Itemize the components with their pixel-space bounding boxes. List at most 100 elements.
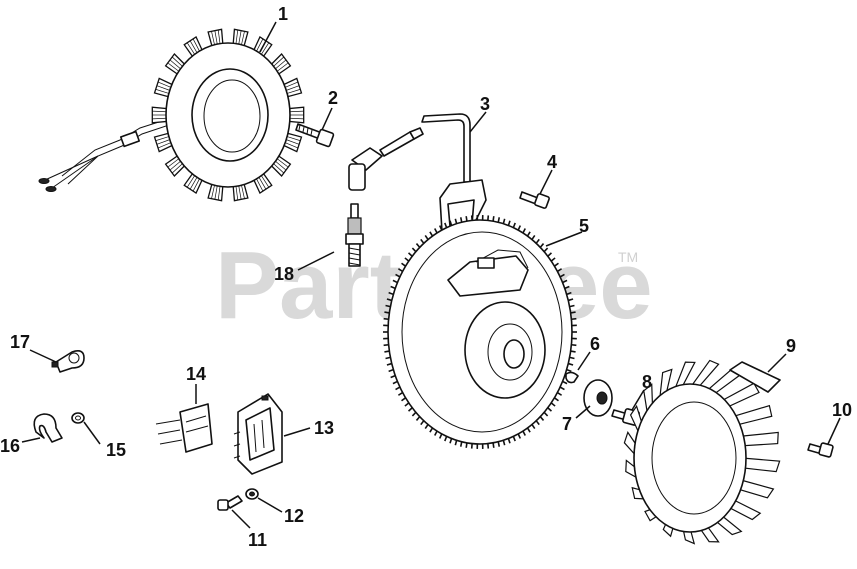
stator-lamination bbox=[171, 56, 183, 67]
watermark-trademark: TM bbox=[618, 249, 638, 265]
callout-14[interactable]: 14 bbox=[186, 364, 206, 384]
gear-tooth bbox=[434, 430, 438, 436]
gear-tooth bbox=[535, 420, 540, 426]
gear-tooth bbox=[395, 273, 401, 278]
part-stator[interactable] bbox=[38, 28, 305, 202]
stator-lamination bbox=[285, 81, 299, 88]
gear-tooth bbox=[424, 424, 429, 430]
gear-tooth bbox=[571, 317, 577, 321]
gear-tooth bbox=[562, 279, 568, 284]
gear-tooth bbox=[388, 368, 394, 373]
stator-lamination bbox=[277, 62, 289, 72]
callout-2[interactable]: 2 bbox=[328, 88, 338, 108]
gear-tooth bbox=[449, 220, 453, 226]
part-bolt-11[interactable] bbox=[217, 495, 243, 511]
gear-tooth bbox=[570, 350, 576, 353]
stator-lamination bbox=[155, 88, 169, 94]
gear-tooth bbox=[553, 262, 559, 267]
stator-lamination bbox=[156, 139, 170, 145]
gear-tooth bbox=[531, 234, 536, 240]
gear-tooth bbox=[559, 273, 565, 278]
gear-tooth bbox=[512, 436, 516, 442]
gear-tooth bbox=[420, 238, 425, 244]
part-flywheel[interactable] bbox=[383, 215, 577, 449]
gear-tooth bbox=[539, 243, 545, 248]
gear-tooth bbox=[415, 243, 421, 248]
gear-tooth bbox=[562, 380, 568, 385]
part-key[interactable] bbox=[565, 371, 579, 384]
callout-8[interactable]: 8 bbox=[642, 372, 652, 392]
gear-tooth bbox=[411, 247, 417, 253]
gear-tooth bbox=[492, 216, 495, 222]
stator-lamination bbox=[189, 177, 198, 190]
callout-17[interactable]: 17 bbox=[10, 332, 30, 352]
stator-lamination bbox=[217, 29, 221, 44]
callout-12[interactable]: 12 bbox=[284, 506, 304, 526]
stator-lamination bbox=[214, 185, 218, 200]
callout-3[interactable]: 3 bbox=[480, 94, 490, 114]
callout-7[interactable]: 7 bbox=[562, 414, 572, 434]
gear-tooth bbox=[568, 298, 574, 302]
gear-tooth bbox=[401, 397, 407, 402]
callout-4[interactable]: 4 bbox=[547, 152, 557, 172]
callout-13[interactable]: 13 bbox=[314, 418, 334, 438]
gear-tooth bbox=[449, 438, 453, 444]
callout-16[interactable]: 16 bbox=[0, 436, 20, 456]
gear-tooth bbox=[526, 427, 531, 433]
gear-tooth bbox=[383, 317, 389, 321]
gear-tooth bbox=[569, 356, 575, 360]
stator-lamination bbox=[167, 62, 179, 72]
gear-tooth bbox=[550, 257, 556, 262]
callout-6[interactable]: 6 bbox=[590, 334, 600, 354]
callout-10[interactable]: 10 bbox=[832, 400, 852, 420]
callout-11[interactable]: 11 bbox=[248, 530, 267, 550]
part-washer-15[interactable] bbox=[71, 412, 85, 424]
gear-tooth bbox=[383, 343, 389, 347]
part-bolt-4[interactable] bbox=[519, 191, 550, 209]
stator-lamination bbox=[167, 158, 179, 168]
part-connector[interactable] bbox=[155, 403, 213, 453]
part-ignition-module[interactable] bbox=[348, 113, 487, 233]
part-rectifier[interactable] bbox=[233, 393, 283, 475]
stator-lamination bbox=[186, 42, 195, 55]
gear-tooth bbox=[454, 440, 458, 446]
part-spacer[interactable] bbox=[583, 379, 613, 417]
part-fan[interactable] bbox=[623, 359, 781, 545]
gear-tooth bbox=[535, 238, 540, 244]
stator-lamination bbox=[211, 30, 215, 45]
stator-lamination bbox=[157, 142, 171, 149]
callout-18[interactable]: 18 bbox=[274, 264, 294, 284]
stator-lamination bbox=[192, 178, 200, 192]
leader-lines bbox=[21, 21, 841, 529]
gear-tooth bbox=[411, 411, 417, 417]
gear-tooth bbox=[543, 411, 549, 417]
callout-1[interactable]: 1 bbox=[278, 4, 288, 24]
stator-lamination bbox=[241, 185, 245, 200]
gear-tooth bbox=[392, 380, 398, 385]
part-bolt-2[interactable] bbox=[295, 123, 335, 148]
gear-tooth bbox=[420, 420, 425, 426]
part-clamp-17[interactable] bbox=[51, 350, 85, 373]
stator-lamination bbox=[192, 38, 200, 52]
part-bolt-10[interactable] bbox=[807, 442, 834, 458]
callout-9[interactable]: 9 bbox=[786, 336, 796, 356]
part-spark-plug[interactable] bbox=[345, 203, 364, 267]
stator-lamination bbox=[261, 175, 270, 188]
stator-lamination bbox=[152, 117, 167, 120]
callout-15[interactable]: 15 bbox=[106, 440, 126, 460]
gear-tooth bbox=[390, 285, 396, 290]
part-clamp-16[interactable] bbox=[33, 413, 63, 443]
stator-lamination bbox=[289, 117, 304, 120]
gear-tooth bbox=[550, 402, 556, 407]
gear-tooth bbox=[407, 252, 413, 257]
part-washer-12[interactable] bbox=[245, 488, 259, 500]
gear-tooth bbox=[384, 350, 390, 353]
stator-lamination bbox=[217, 186, 221, 201]
callout-5[interactable]: 5 bbox=[579, 216, 589, 236]
gear-tooth bbox=[395, 386, 401, 391]
gear-tooth bbox=[444, 436, 448, 442]
stator-lamination bbox=[238, 185, 242, 200]
stator-lamination bbox=[286, 85, 300, 91]
gear-tooth bbox=[429, 427, 434, 433]
